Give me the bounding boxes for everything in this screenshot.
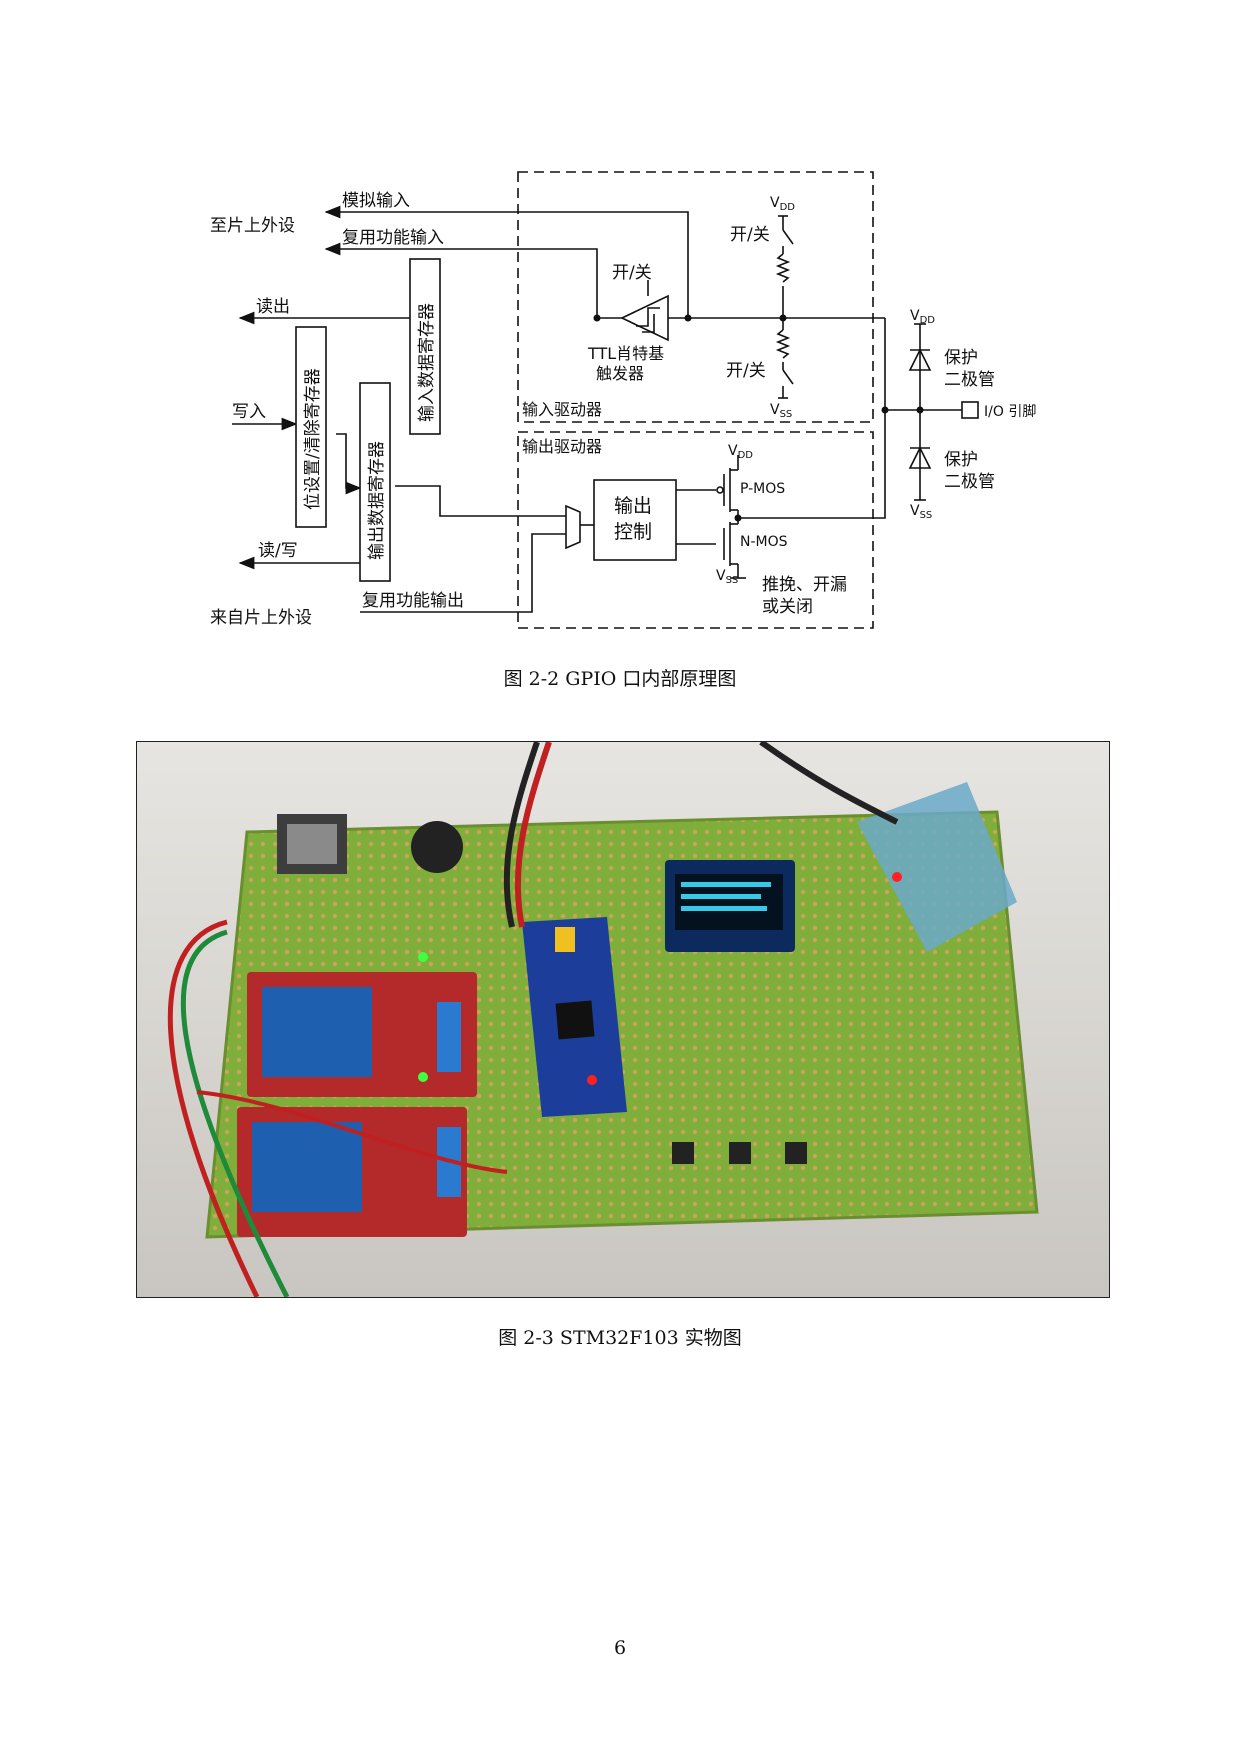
button-3 <box>785 1142 807 1164</box>
board-photo <box>136 741 1110 1298</box>
boot-jumper <box>555 927 575 952</box>
label-nmos: N-MOS <box>740 534 788 550</box>
usb-ttl-adapter <box>857 782 1017 952</box>
output-driver-box <box>517 431 874 629</box>
label-io-pin: I/O 引脚 <box>984 404 1036 420</box>
label-pulldown-switch: 开/关 <box>726 361 766 381</box>
label-input-driver: 输入驱动器 <box>522 400 602 419</box>
terminal-block-1 <box>437 1002 461 1072</box>
bsrr-register-label: 位设置/清除寄存器 <box>303 368 323 510</box>
output-control-box <box>593 479 677 561</box>
board-photo-illustration <box>137 742 1109 1297</box>
label-alt-input: 复用功能输入 <box>342 228 444 248</box>
button-2 <box>729 1142 751 1164</box>
label-schmitt-2: 触发器 <box>596 364 644 383</box>
svg-text:VSS: VSS <box>770 402 792 420</box>
schmitt-trigger <box>620 294 669 342</box>
input-data-register <box>409 258 441 435</box>
label-pullup-switch: 开/关 <box>730 225 770 245</box>
input-register-label: 输入数据寄存器 <box>417 303 437 422</box>
led-red <box>587 1075 597 1085</box>
label-schmitt-1: TTL肖特基 <box>587 344 664 363</box>
mcu-chip <box>555 1000 595 1040</box>
input-driver-box <box>517 171 874 423</box>
label-protect-bot-1: 保护 <box>944 450 978 470</box>
svg-text:VDD: VDD <box>728 443 753 461</box>
output-data-register <box>359 382 391 582</box>
label-read-write: 读/写 <box>258 541 298 561</box>
svg-text:VSS: VSS <box>910 503 932 521</box>
label-protect-top-2: 二极管 <box>944 370 995 390</box>
label-alt-output: 复用功能输出 <box>362 591 464 611</box>
label-read-out: 读出 <box>256 297 290 317</box>
label-mode-2: 或关闭 <box>762 597 813 617</box>
bit-set-reset-register <box>295 326 327 528</box>
label-control-1: 输出 <box>614 495 652 517</box>
relay-1 <box>262 987 372 1077</box>
label-write-in: 写入 <box>232 402 266 422</box>
caption-fig-2-3: 图 2-3 STM32F103 实物图 <box>498 1327 742 1349</box>
button-1 <box>672 1142 694 1164</box>
label-mode-1: 推挽、开漏 <box>762 575 847 595</box>
label-from-peripheral: 来自片上外设 <box>210 608 312 628</box>
svg-text:VSS: VSS <box>716 568 738 586</box>
label-analog-input: 模拟输入 <box>342 191 410 211</box>
label-output-driver: 输出驱动器 <box>522 437 602 456</box>
buzzer <box>411 821 463 873</box>
caption-fig-2-2: 图 2-2 GPIO 口内部原理图 <box>503 668 737 690</box>
label-schmitt-switch: 开/关 <box>612 263 652 283</box>
label-protect-bot-2: 二极管 <box>944 472 995 492</box>
mux-gate <box>565 504 581 550</box>
label-pmos: P-MOS <box>740 481 785 497</box>
svg-text:VDD: VDD <box>770 195 795 213</box>
output-register-label: 输出数据寄存器 <box>367 441 387 560</box>
page-number: 6 <box>613 1637 627 1659</box>
label-control-2: 控制 <box>614 521 652 543</box>
gpio-schematic: 至片上外设 来自片上外设 读出 写入 读/写 模拟输入 复用功能输入 复用功能输… <box>210 171 1036 629</box>
relay-2 <box>252 1122 362 1212</box>
label-to-peripheral: 至片上外设 <box>210 216 295 236</box>
label-protect-top-1: 保护 <box>944 348 978 368</box>
svg-text:VDD: VDD <box>910 308 935 326</box>
